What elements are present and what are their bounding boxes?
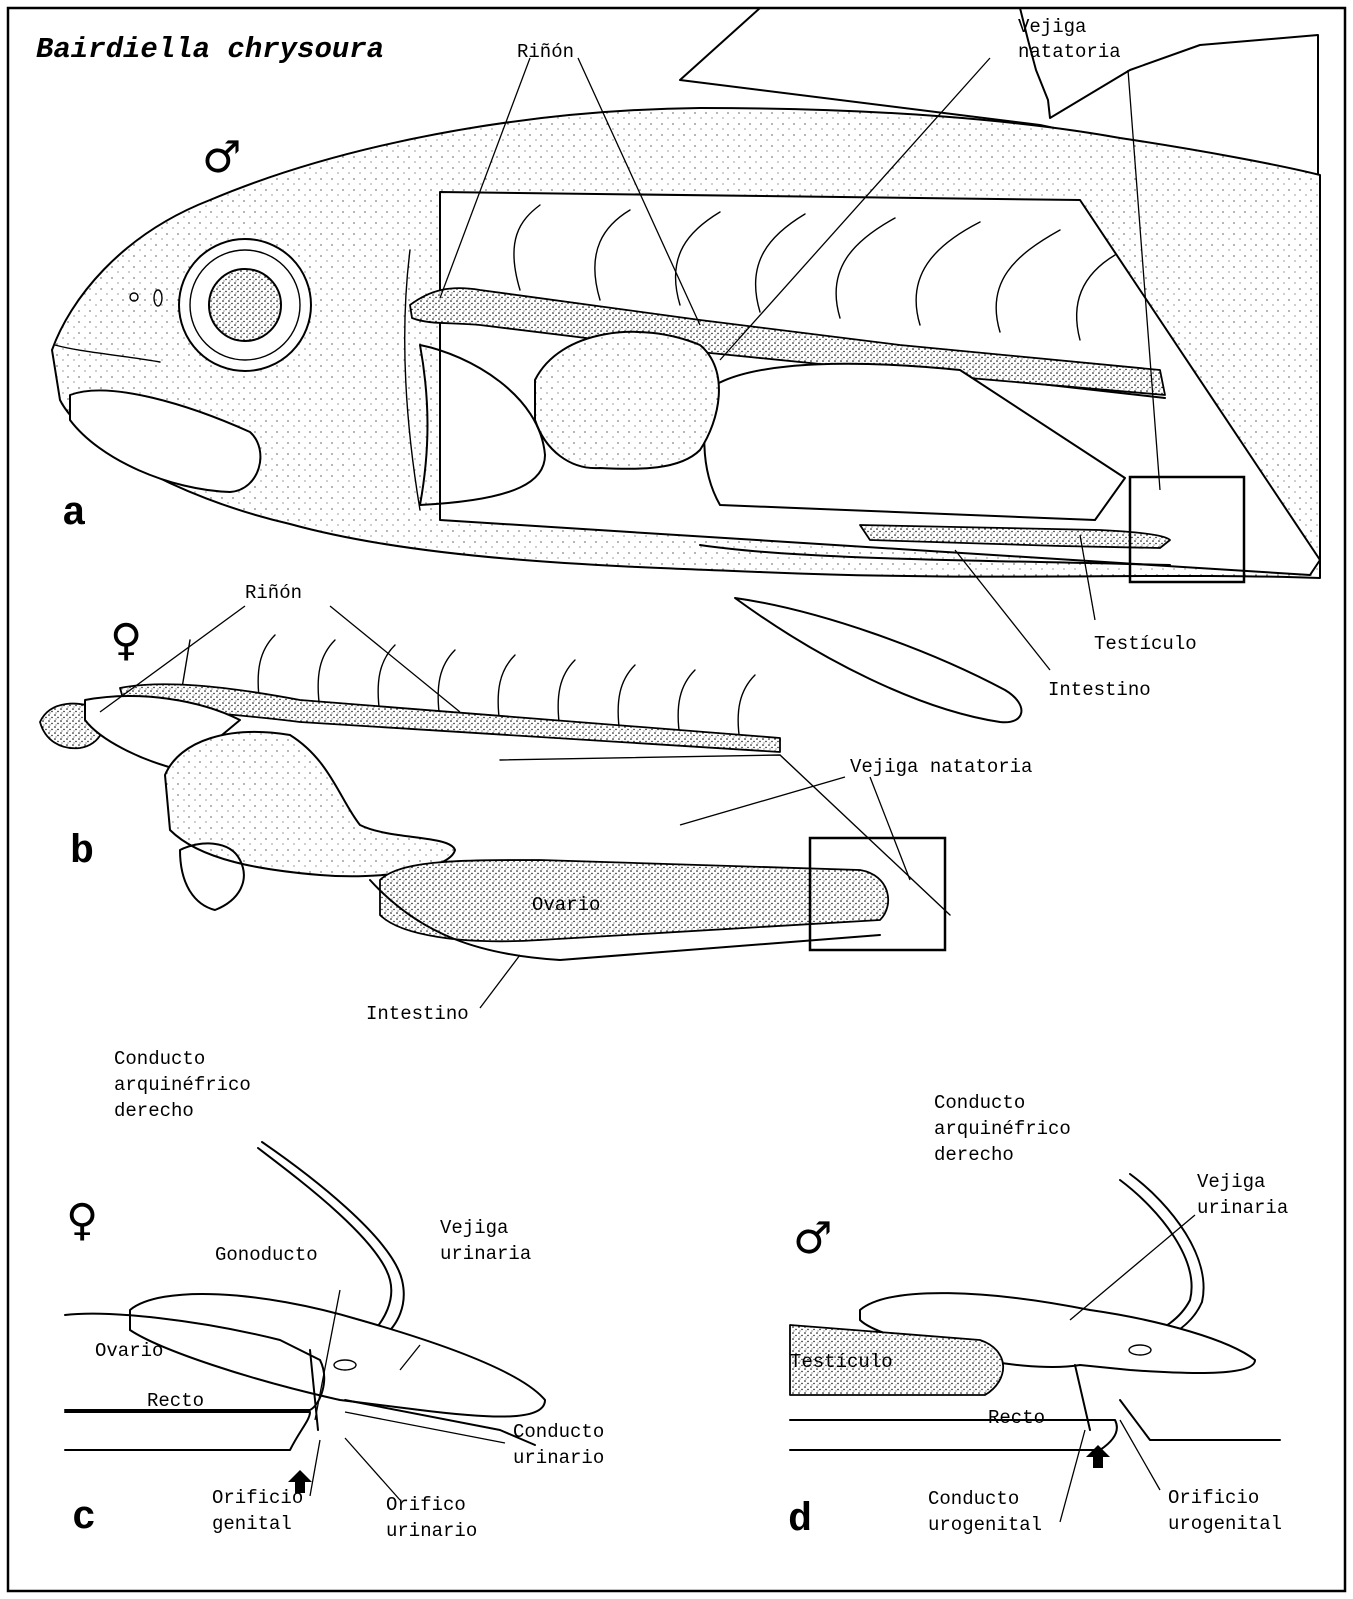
label-conducto-c-1: Conducto [114, 1048, 205, 1070]
label-orifico-urinario-c-2: urinario [386, 1520, 477, 1542]
label-recto-d: Recto [988, 1407, 1045, 1429]
archinephric-duct-d [1120, 1180, 1192, 1335]
label-conducto-d-3: derecho [934, 1144, 1014, 1166]
figure-title: Bairdiella chrysoura [36, 33, 384, 66]
label-intestino-b: Intestino [366, 1003, 469, 1025]
label-conducto-urinario-c-1: Conducto [513, 1421, 604, 1443]
label-ovario-c: Ovario [95, 1340, 163, 1362]
label-vejiga-c-2: urinaria [440, 1243, 531, 1265]
label-vejiga-a-1: Vejiga [1018, 16, 1086, 38]
label-vejiga-c-1: Vejiga [440, 1217, 508, 1239]
label-rinon-a: Riñón [517, 41, 574, 63]
label-orifico-urinario-c-1: Orifico [386, 1494, 466, 1516]
stomach [535, 332, 719, 469]
female-symbol-b: ♀ [110, 615, 142, 666]
arrow-d [1086, 1445, 1110, 1468]
panel-label-b: b [70, 830, 94, 875]
label-gonoducto-c: Gonoducto [215, 1244, 318, 1266]
label-testiculo-d: Testículo [790, 1351, 893, 1373]
label-conducto-c-3: derecho [114, 1100, 194, 1122]
label-vejiga-b: Vejiga natatoria [850, 756, 1032, 778]
label-orificio-genital-c-1: Orificio [212, 1487, 303, 1509]
label-conducto-d-1: Conducto [934, 1092, 1025, 1114]
panel-a-drawing [52, 8, 1320, 722]
label-orificio-urogenital-d-1: Orificio [1168, 1487, 1259, 1509]
panel-label-c: c [72, 1496, 96, 1541]
label-conducto-d-2: arquinéfrico [934, 1118, 1071, 1140]
male-symbol-a: ♂ [202, 132, 241, 183]
rectum-d [790, 1420, 1117, 1450]
panel-b-drawing [40, 606, 950, 1008]
label-orificio-genital-c-2: genital [212, 1513, 292, 1535]
panel-d-drawing [790, 1174, 1280, 1522]
label-vejiga-d-2: urinaria [1197, 1197, 1288, 1219]
label-ovario-b: Ovario [532, 894, 600, 916]
label-orificio-urogenital-d-2: urogenital [1168, 1513, 1282, 1535]
panel-c-drawing [65, 1142, 545, 1500]
ovary [380, 860, 888, 941]
stomach-b [165, 732, 455, 876]
female-symbol-c: ♀ [66, 1195, 98, 1246]
rectum-c [65, 1412, 310, 1450]
label-testiculo-a: Testículo [1094, 633, 1197, 655]
label-conducto-c-2: arquinéfrico [114, 1074, 251, 1096]
label-vejiga-a-2: natatoria [1018, 41, 1121, 63]
pelvic-fin [735, 598, 1021, 722]
panel-label-a: a [62, 492, 86, 537]
label-conducto-urogenital-d-2: urogenital [928, 1514, 1042, 1536]
label-rinon-b: Riñón [245, 582, 302, 604]
body-wall-d [1120, 1400, 1280, 1440]
male-symbol-d: ♂ [793, 1213, 832, 1264]
label-intestino-a: Intestino [1048, 679, 1151, 701]
label-conducto-urogenital-d-1: Conducto [928, 1488, 1019, 1510]
pupil [209, 269, 281, 341]
panel-label-d: d [788, 1498, 812, 1543]
label-recto-c: Recto [147, 1390, 204, 1412]
label-vejiga-d-1: Vejiga [1197, 1171, 1265, 1193]
label-conducto-urinario-c-2: urinario [513, 1447, 604, 1469]
